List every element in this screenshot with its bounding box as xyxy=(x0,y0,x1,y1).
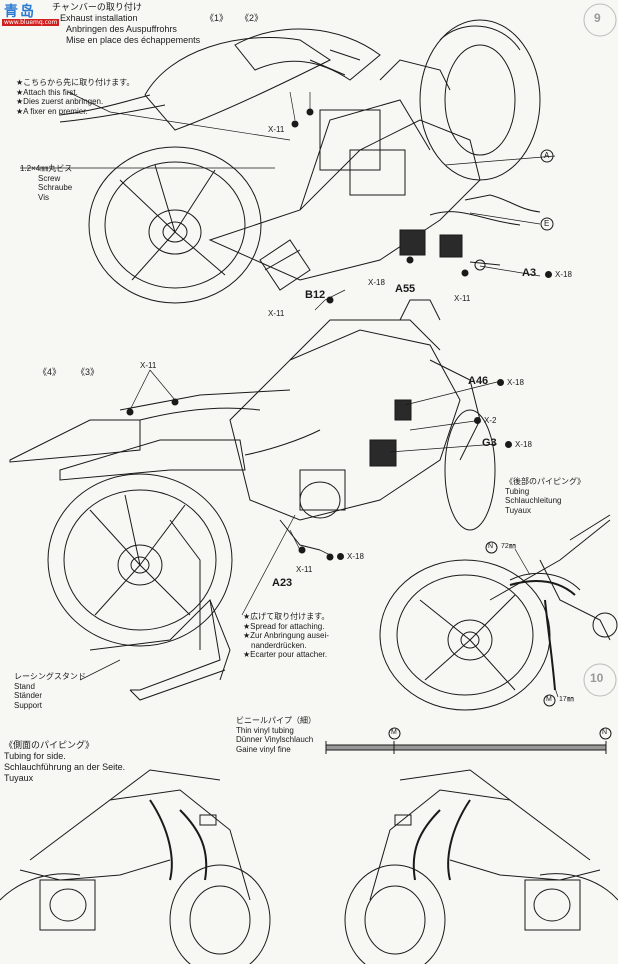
scale-m-letter: M xyxy=(391,729,397,736)
watermark-url: www.bluemq.com xyxy=(2,19,60,26)
rear-piping-illustration xyxy=(379,514,618,711)
middle-rear-wheel xyxy=(47,473,233,647)
note-side-piping-fr: Tuyaux xyxy=(4,773,34,783)
note-attach-first-jp: ★こちらから先に取り付けます。 xyxy=(16,78,135,87)
top-leader-lines xyxy=(20,91,556,311)
top-rear-wheel xyxy=(88,146,262,304)
callout-m-letter: M xyxy=(546,696,552,703)
header-en: Exhaust installation xyxy=(60,13,138,23)
ref-1: 《1》 xyxy=(205,13,229,23)
note-side-piping-de: Schlauchführung an der Seite. xyxy=(4,762,126,772)
callout-x18-a23: X-18 xyxy=(337,552,364,562)
bottom-right-side-piping xyxy=(344,769,618,964)
callout-x2: X-2 xyxy=(474,416,496,426)
note-screw-en: Screw xyxy=(38,173,61,183)
note-side-piping-en: Tubing for side. xyxy=(4,751,66,761)
watermark-kanji: 青岛 xyxy=(4,4,36,20)
note-stand-de: Ständer xyxy=(14,691,43,700)
note-spread: ★広げて取り付けます。 ★Spread for attaching. ★Zur … xyxy=(243,612,329,660)
note-rear-piping-en: Tubing xyxy=(505,486,530,496)
note-spread-de1: ★Zur Anbringung ausei- xyxy=(243,631,329,640)
callout-e-letter: E xyxy=(544,219,550,228)
callout-x11-a55: X-11 xyxy=(454,294,471,303)
ref-3: 《3》 xyxy=(76,367,100,377)
callout-x11-top: X-11 xyxy=(268,125,285,134)
step-number-9: 9 xyxy=(594,11,601,25)
note-attach-first-fr: ★A fixer en premier. xyxy=(16,106,88,116)
note-vinyl-fr: Gaine vinyl fine xyxy=(236,744,291,754)
note-screw-de: Schraube xyxy=(38,183,73,192)
note-screw-jp: 1.2×4㎜丸ビス xyxy=(20,164,73,173)
ref-2: 《2》 xyxy=(240,13,264,23)
callout-n-letter: N xyxy=(488,543,494,550)
note-rear-piping-de: Schlauchleitung xyxy=(505,496,562,505)
ref-4: 《4》 xyxy=(38,367,62,377)
callout-x18-a3: X-18 xyxy=(545,270,572,280)
note-side-piping: 《側面のパイピング》 Tubing for side. Schlauchführ… xyxy=(4,740,125,784)
note-spread-jp: ★広げて取り付けます。 xyxy=(243,612,330,621)
middle-frame-engine xyxy=(229,299,496,551)
header-fr: Mise en place des échappements xyxy=(66,35,201,45)
callout-x18-a55: X-18 xyxy=(368,278,385,287)
note-attach-first: ★こちらから先に取り付けます。 ★Attach this first. ★Die… xyxy=(16,78,134,116)
callout-x11-b12: X-11 xyxy=(268,309,285,318)
note-screw-fr: Vis xyxy=(38,192,49,202)
middle-leader-lines xyxy=(79,369,498,681)
note-vinyl-de: Dünner Vinylschlauch xyxy=(236,735,314,744)
callout-g3: G3 xyxy=(482,437,497,449)
circled-e-callout xyxy=(540,217,554,231)
note-rear-piping-jp: 《後部のパイピング》 xyxy=(505,477,585,486)
callout-n-length: 72㎜ xyxy=(501,543,516,550)
callout-x11-a23: X-11 xyxy=(296,565,313,574)
top-frame-engine xyxy=(208,19,541,291)
note-spread-de2: nanderdrücken. xyxy=(251,640,307,650)
note-stand-jp: レーシングスタンド xyxy=(14,672,86,681)
vinyl-tube-scale xyxy=(325,741,607,754)
note-vinyl: ビニールパイプ（細） Thin vinyl tubing Dünner Viny… xyxy=(236,716,316,754)
note-spread-en: ★Spread for attaching. xyxy=(243,621,325,631)
note-stand: レーシングスタンド Stand Ständer Support xyxy=(14,672,86,710)
callout-x18-a46: X-18 xyxy=(497,378,524,388)
note-rear-piping: 《後部のパイピング》 Tubing Schlauchleitung Tuyaux xyxy=(505,477,585,515)
note-stand-fr: Support xyxy=(14,700,43,710)
watermark-logo: 青岛 www.bluemq.com xyxy=(0,0,66,30)
note-vinyl-en: Thin vinyl tubing xyxy=(236,725,294,735)
callout-a23: A23 xyxy=(272,577,293,589)
bottom-left-side-piping xyxy=(0,769,271,964)
circled-m-callout xyxy=(543,694,556,707)
top-exhausts xyxy=(59,28,381,131)
circled-n-callout xyxy=(485,541,498,554)
callout-a3: A3 xyxy=(522,267,537,279)
circled-a-callout xyxy=(540,149,554,163)
note-attach-first-de: ★Dies zuerst anbringen. xyxy=(16,97,104,106)
step-number-10: 10 xyxy=(590,671,604,685)
note-vinyl-jp: ビニールパイプ（細） xyxy=(236,716,316,725)
header-jp: チャンバーの取り付け xyxy=(52,2,142,12)
callout-a55: A55 xyxy=(395,283,416,295)
note-screw: 1.2×4㎜丸ビス Screw Schraube Vis xyxy=(20,164,72,202)
scale-m-marker xyxy=(388,727,401,740)
callout-x18-g3: X-18 xyxy=(505,440,532,450)
callout-a46: A46 xyxy=(468,375,489,387)
header-block: チャンバーの取り付け Exhaust installation xyxy=(52,2,142,24)
callout-m-length: 17㎜ xyxy=(559,696,574,703)
note-spread-fr: ★Ecarter pour attacher. xyxy=(243,650,328,659)
callout-a-letter: A xyxy=(544,151,550,160)
scale-n-letter: N xyxy=(602,729,608,736)
note-attach-first-en: ★Attach this first. xyxy=(16,87,78,97)
note-rear-piping-fr: Tuyaux xyxy=(505,505,531,515)
racing-stand xyxy=(89,519,231,701)
header-de: Anbringen des Auspuffrohrs xyxy=(66,24,177,34)
note-stand-en: Stand xyxy=(14,681,35,691)
callout-x11-mid: X-11 xyxy=(140,361,157,370)
middle-exhausts xyxy=(9,389,321,481)
note-side-piping-jp: 《側面のパイピング》 xyxy=(4,740,95,750)
scale-n-marker xyxy=(599,727,612,740)
callout-b12: B12 xyxy=(305,289,326,301)
